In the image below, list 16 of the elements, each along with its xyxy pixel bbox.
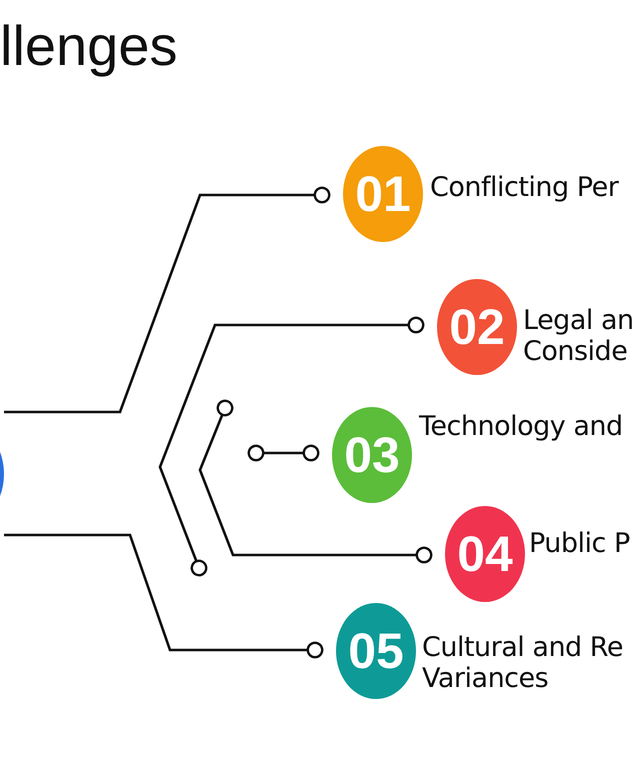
challenge-label: Conflicting Per [430, 172, 620, 203]
connector-line [248, 444, 320, 462]
challenge-label: Legal an Conside [523, 305, 635, 367]
connector-line [198, 400, 432, 564]
step-number: 05 [348, 626, 404, 676]
step-number: 03 [344, 430, 400, 480]
challenge-label: Technology and [419, 411, 624, 442]
connector-line [158, 316, 424, 576]
challenge-label: Public P [529, 528, 631, 559]
connector-line [4, 534, 324, 658]
step-number: 01 [355, 169, 411, 219]
step-number: 02 [449, 302, 505, 352]
connector-line [4, 186, 330, 414]
step-number: 04 [457, 529, 513, 579]
title: llenges [0, 14, 178, 78]
challenge-label: Cultural and Re Variances [422, 632, 624, 694]
